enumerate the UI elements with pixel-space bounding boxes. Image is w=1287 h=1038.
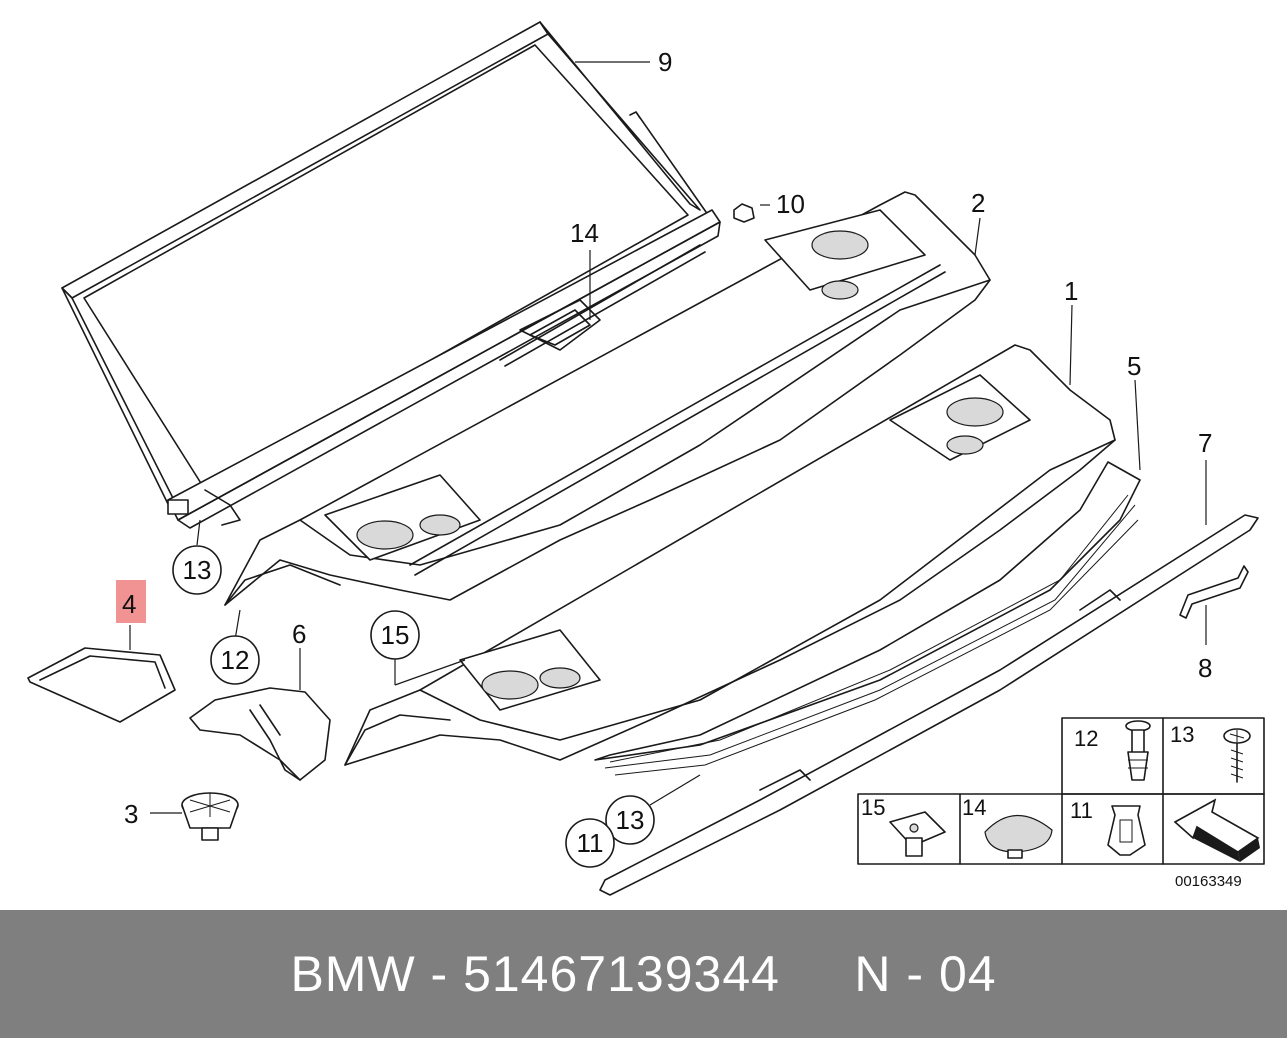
callout-6: 6 [292,619,306,649]
roller-blind-frame [61,21,721,529]
grille-panel [594,461,1141,776]
push-rivet-icon [1125,720,1151,781]
upper-parcel-shelf [224,191,991,606]
callout-15-ring [370,610,420,660]
footer-part-number: BMW - 51467139344 N - 04 [290,946,997,1002]
long-rail [599,514,1259,896]
footer-banner: BMW - 51467139344 N - 04 [0,910,1287,1038]
document-number: 00163349 [1175,873,1242,890]
callout-2: 2 [971,188,985,218]
callout-13: 13 [183,555,212,585]
callout-5: 5 [1127,351,1141,381]
callout-labels: 9 10 14 2 1 5 7 8 4 6 3 13 12 15 13 11 [122,47,1212,868]
callout-11: 11 [577,828,604,858]
callout-11-ring [565,818,615,868]
leader-lines [129,61,1207,814]
round-fastener [181,792,239,841]
clip-part [733,203,755,223]
callout-12: 12 [221,645,250,675]
fastener-legend-table: 12 13 15 14 11 [857,717,1265,865]
callout-7: 7 [1198,428,1212,458]
cover-cap-part [27,647,176,723]
lower-parcel-shelf [344,344,1116,766]
callout-4: 4 [122,589,136,619]
callout-13-bottom: 13 [616,805,645,835]
callout-4-highlight [116,580,146,623]
callout-8: 8 [1198,653,1212,683]
legend-cell-11-label: 11 [1070,798,1093,823]
callout-10: 10 [776,189,805,219]
callout-9: 9 [658,47,672,77]
callout-14: 14 [570,218,599,248]
callout-13-ring-bottom [605,795,655,845]
legend-cell-13-label: 13 [1170,722,1194,747]
clip-nut-icon [889,811,946,857]
legend-cell-15-label: 15 [861,795,885,820]
callout-1: 1 [1064,276,1078,306]
callout-15: 15 [381,620,410,650]
legend-cell-14-label: 14 [962,795,986,820]
exploded-parts-diagram: 9 10 14 2 1 5 7 8 4 6 3 13 12 15 13 11 1… [27,21,1265,896]
screw-icon [1223,728,1251,783]
expanding-clip-icon [1107,805,1146,856]
cap-icon [984,814,1053,859]
callout-3: 3 [124,799,138,829]
callout-12-ring [210,635,260,685]
hinge-bracket [189,687,331,781]
direction-arrow-icon [1173,798,1260,862]
legend-cell-12-label: 12 [1074,726,1098,751]
small-bracket [1179,565,1249,619]
callout-13-ring-top [172,545,222,595]
